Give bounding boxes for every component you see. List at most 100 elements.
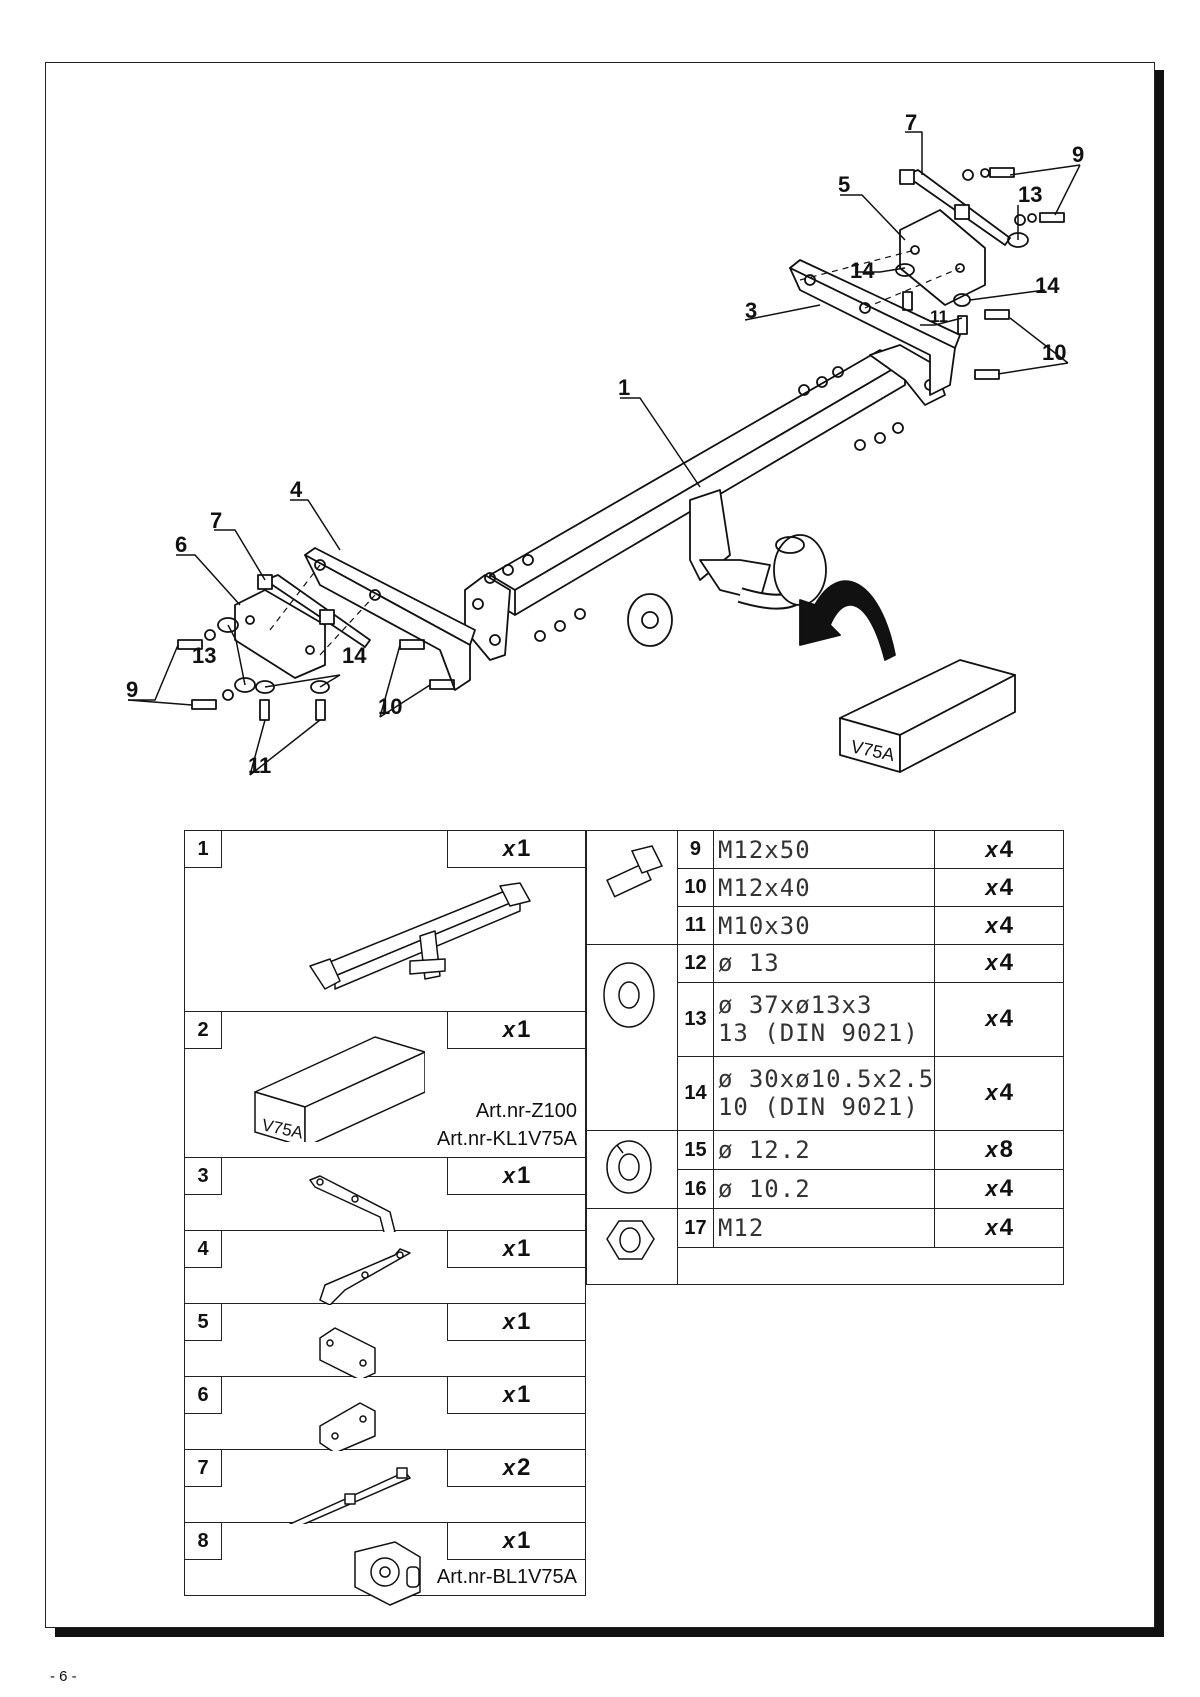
part-quantity: x4 (934, 830, 1064, 869)
hardware-right (484, 167, 1065, 642)
page-number: - 6 - (50, 1668, 77, 1685)
part-quantity: x4 (934, 906, 1064, 945)
frame-shadow-right (1155, 70, 1164, 1636)
callout-11-right: 11 (930, 307, 948, 326)
part-number: 1 (185, 831, 222, 868)
part-spec: ø 13 (712, 944, 936, 983)
part-spec: ø 10.2 (712, 1169, 936, 1209)
part-number: 11 (677, 906, 714, 945)
part-spec: ø 12.2 (712, 1130, 936, 1170)
part-spec: M12 (712, 1207, 936, 1249)
plate-part-5 (899, 209, 986, 306)
part-number: 2 (185, 1012, 222, 1049)
callout-10-left: 10 (378, 694, 402, 719)
callout-5: 5 (838, 172, 850, 197)
kit-box-icon: V75A (254, 1036, 426, 1148)
part-spec: M12x50 (712, 830, 936, 869)
part-quantity: x4 (934, 981, 1064, 1057)
bracket-part-4 (304, 547, 476, 691)
part-illustration (305, 1537, 435, 1612)
callout-1: 1 (618, 375, 630, 400)
part-quantity: x4 (934, 1207, 1064, 1249)
part-quantity: x4 (934, 944, 1064, 983)
part-quantity: x4 (934, 1055, 1064, 1132)
part-number: 9 (677, 830, 714, 869)
spring-washer-icon (606, 1140, 652, 1194)
part-number: 15 (677, 1130, 714, 1170)
callout-11-left: 11 (248, 753, 271, 778)
article-number: Art.nr-Z100 (475, 1100, 577, 1122)
socket-plate-icon (354, 1541, 421, 1606)
part-number: 6 (185, 1377, 222, 1414)
part-quantity: x8 (934, 1130, 1064, 1170)
plate-icon (319, 1327, 376, 1381)
callout-3: 3 (745, 298, 757, 323)
callout-13-left: 13 (192, 643, 216, 668)
bracket-icon (309, 1175, 396, 1237)
callout-9-left: 9 (126, 677, 138, 702)
part-number: 12 (677, 944, 714, 983)
callout-14-left: 14 (342, 643, 367, 668)
part-illustration (289, 1464, 425, 1529)
part-illustration (305, 1172, 425, 1237)
part-illustration (305, 1318, 405, 1383)
part-spec: M12x40 (712, 868, 936, 907)
spring-washer-illustration-cell (586, 1130, 678, 1209)
strap-icon (289, 1467, 411, 1529)
part-number: 14 (677, 1055, 714, 1132)
leader-lines (127, 131, 1081, 776)
bolt-icon (606, 845, 664, 898)
part-spec: M10x30 (712, 906, 936, 945)
part-illustration (305, 871, 545, 1006)
part-illustration: V75A (254, 1036, 426, 1148)
washer-icon (603, 962, 655, 1028)
callout-6: 6 (175, 532, 187, 557)
bracket-part-3 (789, 259, 961, 396)
kit-box-v75a (839, 659, 1016, 773)
callout-7-right: 7 (905, 110, 917, 135)
article-number: Art.nr-BL1V75A (436, 1566, 577, 1588)
callout-14-right-b: 14 (1035, 273, 1060, 298)
callout-13-right: 13 (1018, 182, 1042, 207)
alignment-lines (269, 249, 961, 656)
spacer-cell (677, 1247, 1064, 1285)
part-number: 7 (185, 1450, 222, 1487)
part-quantity: x4 (934, 1169, 1064, 1209)
callout-7-left: 7 (210, 508, 222, 533)
callout-14-right-a: 14 (850, 258, 875, 283)
article-number-2: Art.nr-KL1V75A (436, 1128, 577, 1150)
plate-icon (319, 1402, 376, 1454)
direction-arrow (799, 580, 896, 661)
bracket-icon (319, 1248, 411, 1306)
crossbar-icon (309, 882, 531, 990)
part-number: 5 (185, 1304, 222, 1341)
callout-9-right: 9 (1072, 142, 1084, 167)
part-quantity: x4 (934, 868, 1064, 907)
callout-4: 4 (290, 477, 303, 502)
